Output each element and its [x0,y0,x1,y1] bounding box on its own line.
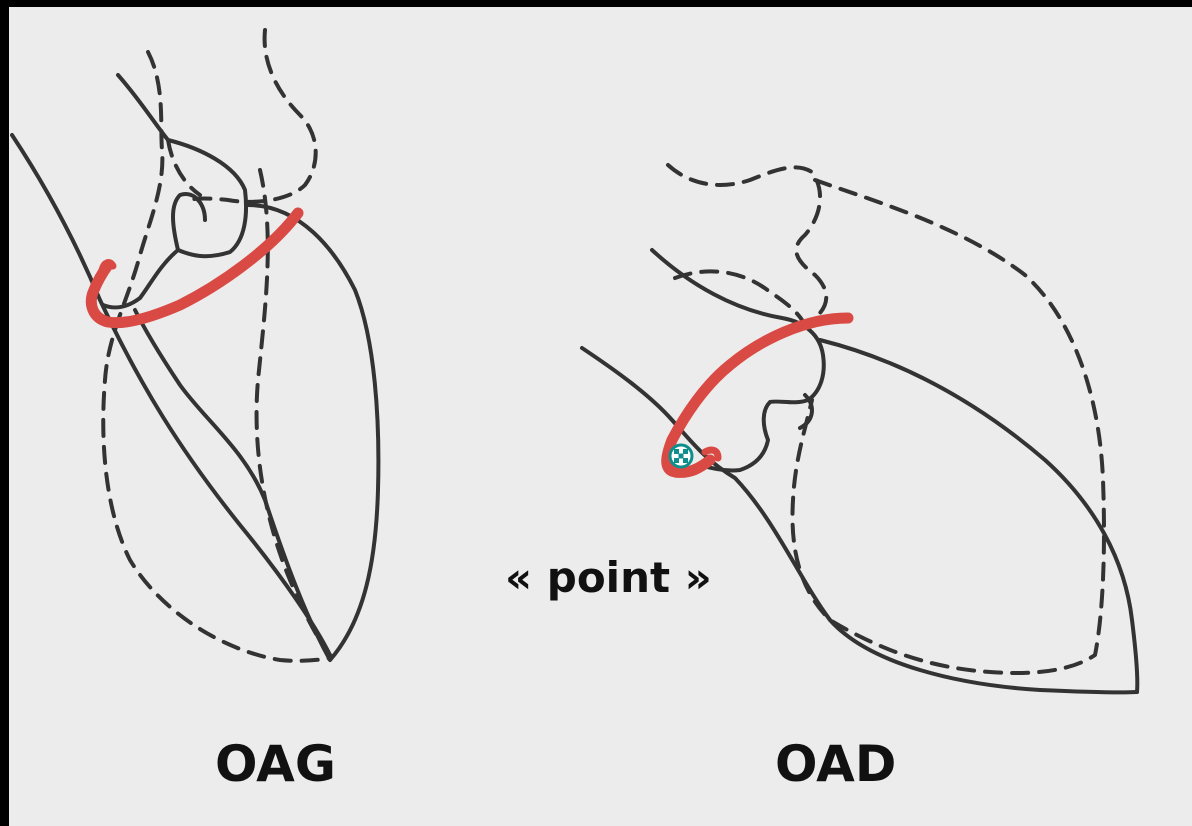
oad-dashed-outer [792,180,1104,673]
oad-outer-left-border [582,348,1137,692]
oad-dashed-great-vessel [668,165,826,318]
heart-diagrams [9,7,1192,826]
oag-dashed-great-vessel [190,30,316,202]
point-marker-icon [670,445,692,467]
oag-heart-sketch [12,30,378,661]
catheters [91,213,848,472]
point-annotation: « point » [505,553,712,602]
oag-view-label: OAG [215,735,336,793]
oad-view-label: OAD [775,735,896,793]
drawing-sheet: « point » OAG OAD [9,7,1192,826]
oag-inner-septum [173,194,205,250]
oag-dashed-aorta [103,52,330,661]
oad-heart-sketch [582,165,1137,692]
